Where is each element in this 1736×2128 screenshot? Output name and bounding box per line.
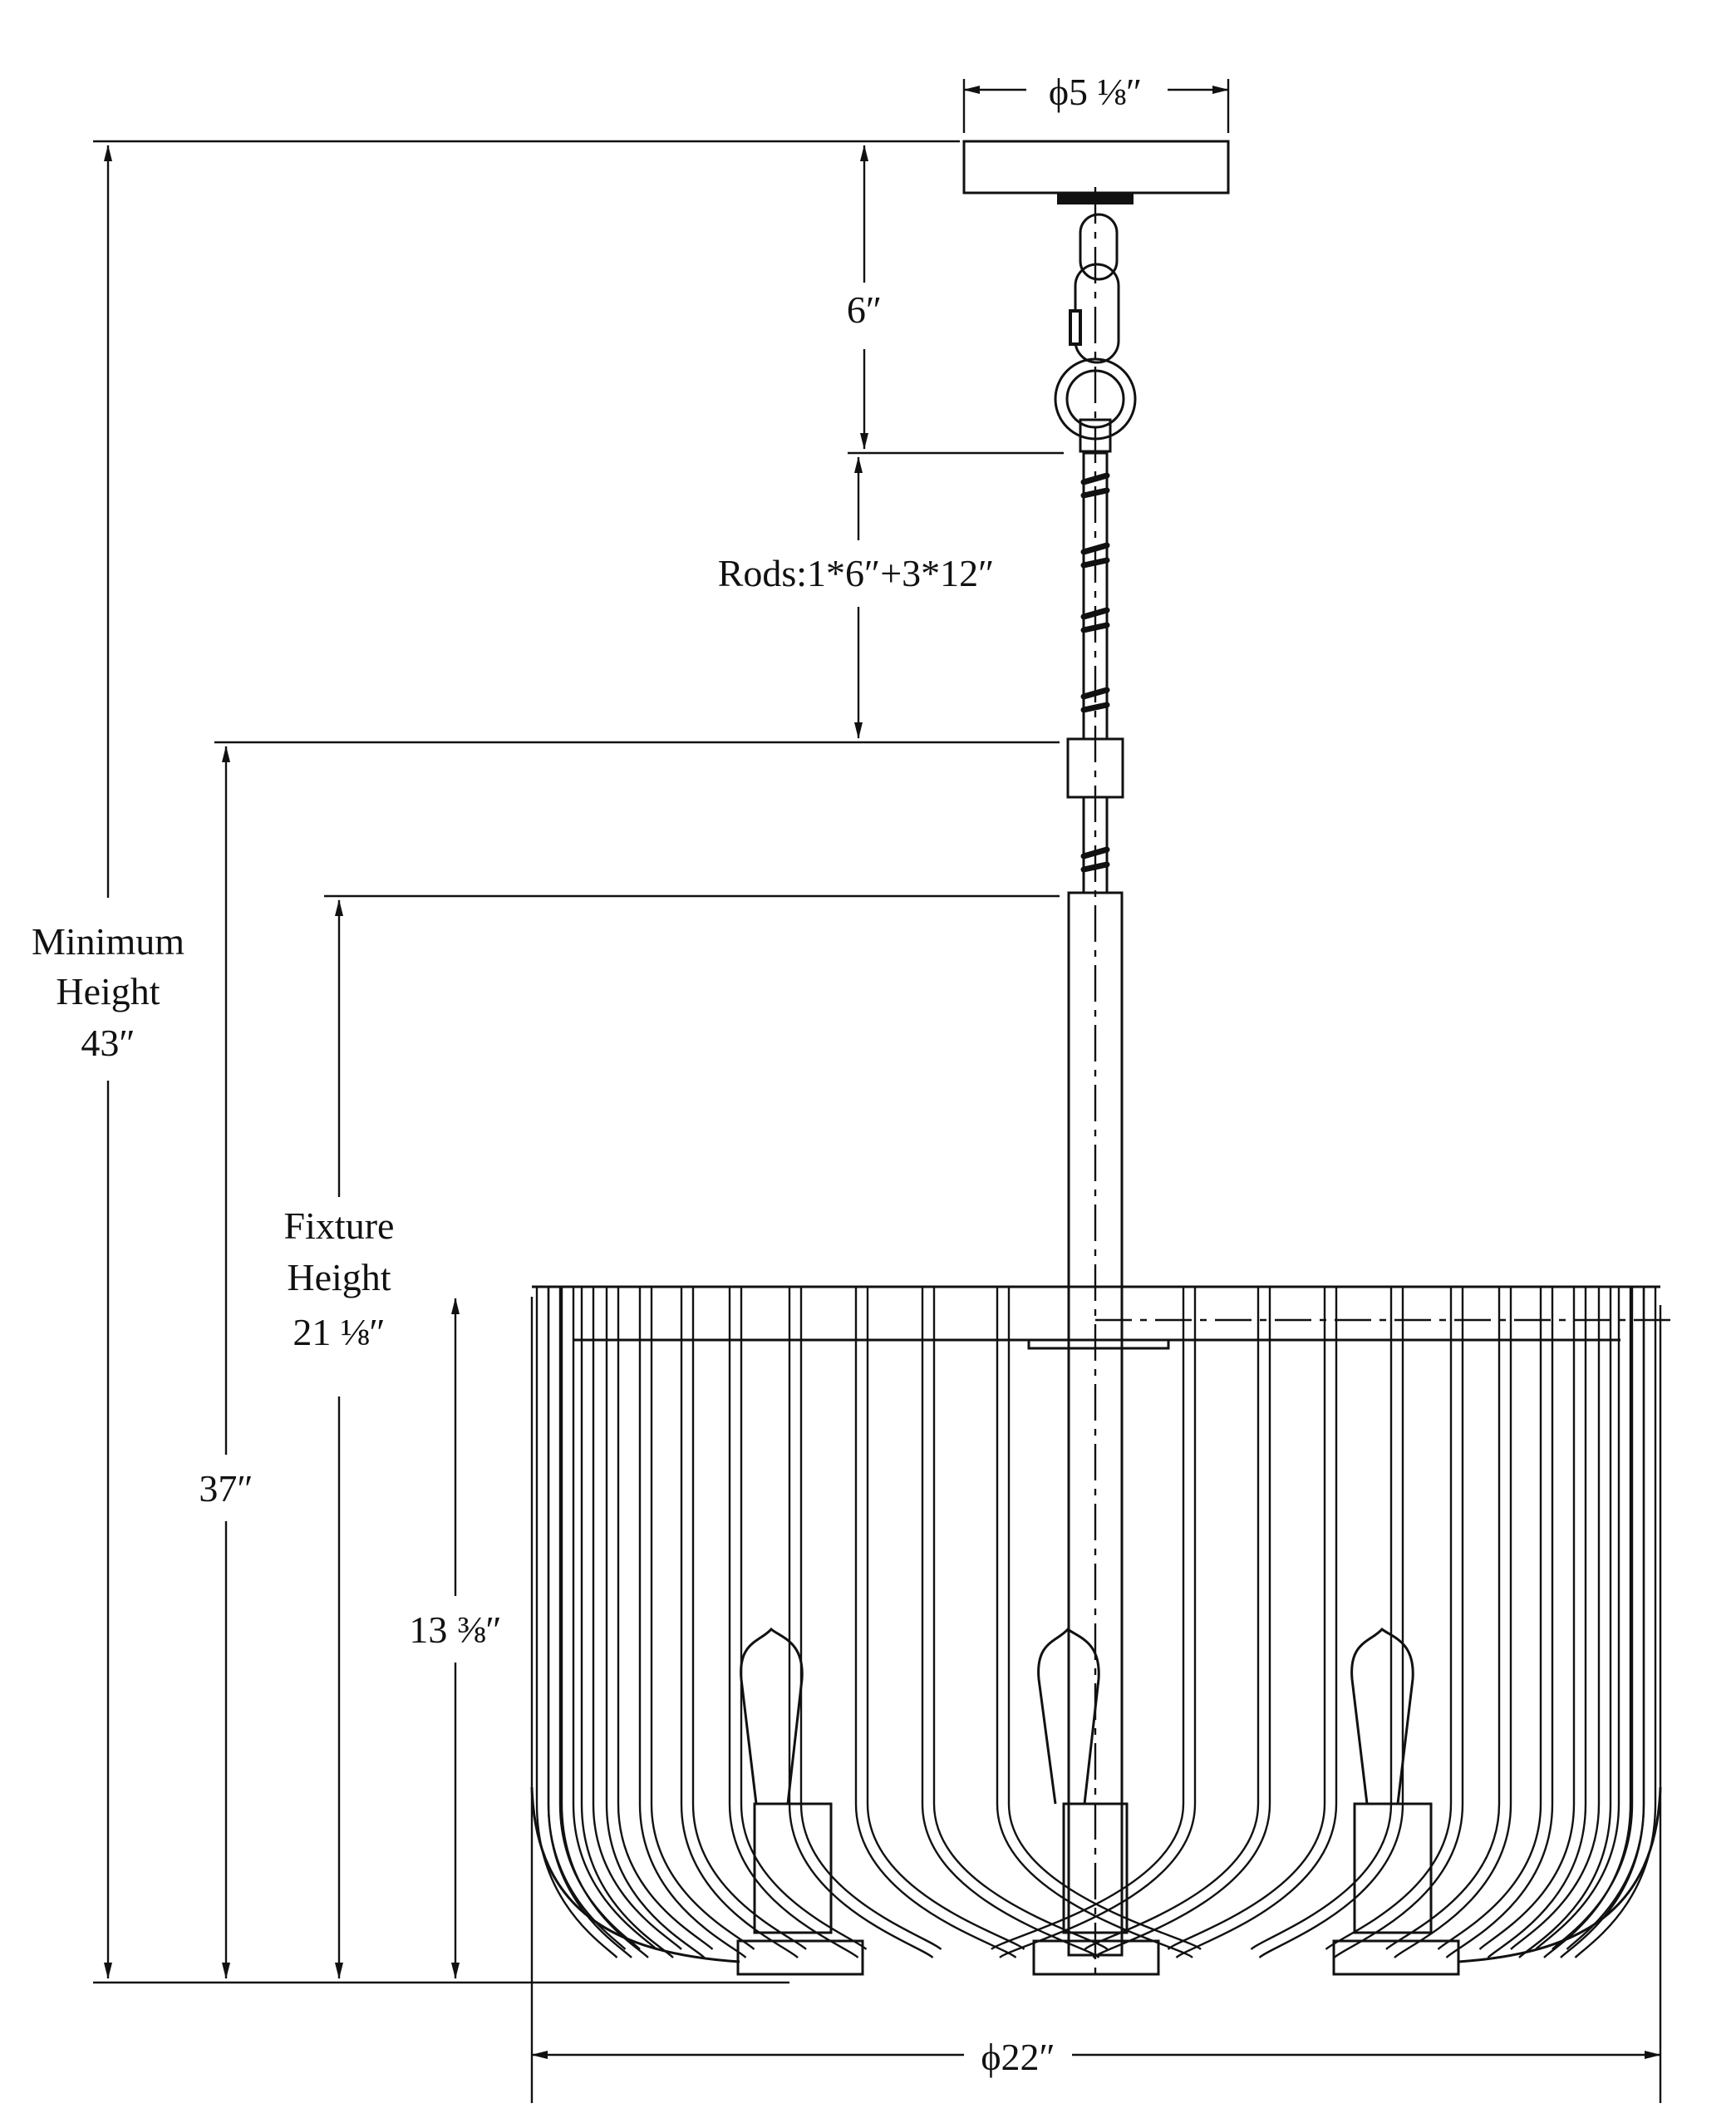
dimension-lines (104, 86, 1661, 2059)
cage-bar (1092, 1287, 1271, 1958)
cage-bar-edge (932, 1287, 1109, 1950)
cage-bar (1258, 1287, 1404, 1958)
cage-bar-edge (691, 1287, 807, 1950)
shade-height-label: 13 ⅜″ (409, 1608, 501, 1651)
fixture-height-label-line1: Fixture (284, 1204, 395, 1247)
cage-bar-edge (1478, 1287, 1576, 1950)
cage-bar-edge (740, 1287, 868, 1950)
ceiling-canopy (962, 140, 1230, 204)
cage-bar-edge (1535, 1287, 1620, 1950)
bulb-right (1332, 1627, 1460, 1976)
cage-bar (535, 1287, 618, 1958)
cage-bar (1394, 1287, 1512, 1958)
cage-bar (1560, 1287, 1645, 1958)
chain-length-label: 6″ (847, 288, 882, 331)
cage-bar (1445, 1287, 1554, 1958)
cage-bar-edge (1325, 1287, 1453, 1950)
cage-bar (854, 1287, 1017, 1958)
cage-bar (788, 1287, 934, 1958)
cage-bar-edge (1084, 1287, 1260, 1950)
cage-bar (560, 1287, 649, 1958)
overall-37-label: 37″ (199, 1467, 253, 1510)
cage-bar (605, 1287, 706, 1958)
cage-bar (1574, 1287, 1657, 1958)
cage-bar-edge (650, 1287, 755, 1950)
cage-bar (1333, 1287, 1464, 1958)
shade-bottom-curve (530, 1786, 1662, 1963)
rods-label: Rods:1*6″+3*12″ (718, 552, 995, 594)
fixture-height-value: 21 ⅛″ (293, 1311, 385, 1353)
canopy-diameter-label: ϕ5 ⅛″ (1049, 71, 1142, 113)
cage-bar (728, 1287, 859, 1958)
cage-bar-edge (1250, 1287, 1393, 1950)
cage-bar (1487, 1287, 1587, 1958)
hanging-chain (1054, 213, 1137, 453)
light-bulbs (736, 1627, 1460, 1976)
cage-bar-edge (617, 1287, 714, 1950)
cage-bar-edge (991, 1287, 1185, 1950)
cage-bar-edge (592, 1287, 682, 1950)
cage-bar (1543, 1287, 1632, 1958)
minimum-height-value: 43″ (81, 1022, 135, 1064)
cage-bar-edge (1167, 1287, 1326, 1950)
cage-bar (638, 1287, 747, 1958)
cage-bar-edge (1385, 1287, 1501, 1950)
cage-bar-edge (1510, 1287, 1601, 1950)
fixture-height-label-line2: Height (287, 1256, 391, 1298)
minimum-height-label-line2: Height (56, 970, 160, 1012)
cage-bar-edge (1007, 1287, 1202, 1950)
fixture-diameter-label: ϕ22″ (981, 2036, 1055, 2078)
cage-bar (680, 1287, 799, 1958)
dimension-labels: ϕ5 ⅛″ 6″ Rods:1*6″+3*12″ Minimum Height … (32, 71, 1142, 2078)
bulb-left (736, 1627, 864, 1976)
cage-bar (999, 1287, 1197, 1958)
cage-bar-edge (1437, 1287, 1542, 1950)
minimum-height-label-line1: Minimum (32, 920, 184, 963)
cage-bar (547, 1287, 632, 1958)
cage-bar-edge (866, 1287, 1025, 1950)
cage-bar (1175, 1287, 1338, 1958)
cage-bar-edge (572, 1287, 657, 1950)
bulb-center (1032, 1627, 1160, 1976)
cage-bar (921, 1287, 1100, 1958)
cage-bar-edge (799, 1287, 942, 1950)
extension-lines (93, 79, 1662, 2103)
rod-sections (1066, 451, 1124, 1288)
